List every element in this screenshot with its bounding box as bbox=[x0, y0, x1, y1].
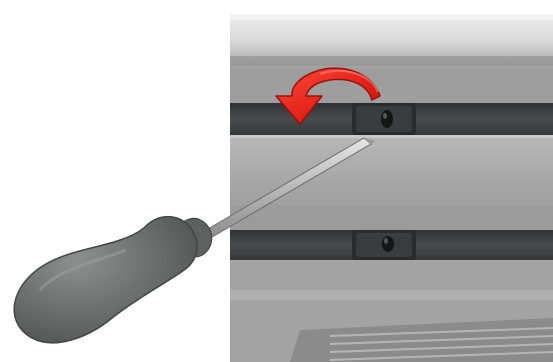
screw-head-upper bbox=[381, 110, 393, 128]
screw-block-upper bbox=[352, 103, 416, 135]
screw-block-lower bbox=[352, 230, 416, 260]
screwdriver-handle bbox=[14, 217, 197, 343]
screw-head-lower bbox=[382, 236, 394, 252]
